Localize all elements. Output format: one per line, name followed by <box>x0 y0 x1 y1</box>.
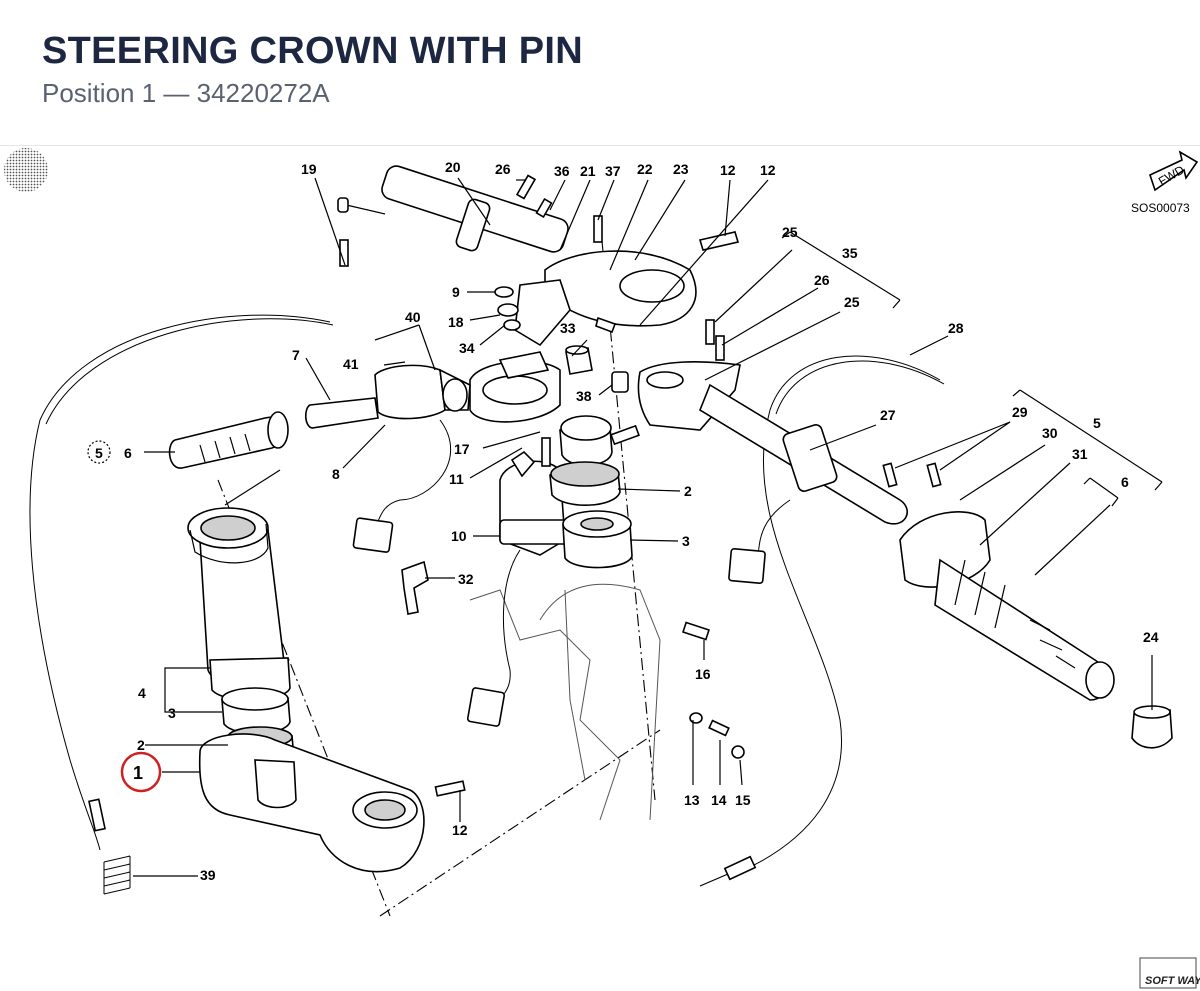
callout-4[interactable]: 4 <box>138 685 146 701</box>
callout-24[interactable]: 24 <box>1143 629 1159 645</box>
clutch-cable <box>739 355 941 873</box>
callout-41[interactable]: 41 <box>343 356 359 372</box>
frame-outline <box>469 589 621 821</box>
callout-20[interactable]: 20 <box>445 159 461 175</box>
right-handlebar <box>610 383 908 525</box>
callout-10[interactable]: 10 <box>451 528 467 544</box>
callout-28[interactable]: 28 <box>948 320 964 336</box>
spacer-38 <box>611 371 629 393</box>
callout-labels: 1 2 2 3 3 4 5 5 6 6 7 8 9 10 11 12 12 12… <box>95 159 1159 883</box>
callout-23[interactable]: 23 <box>673 161 689 177</box>
bracket-5 <box>1012 389 1163 491</box>
callout-6b[interactable]: 6 <box>1121 474 1129 490</box>
bolt-19 <box>339 239 349 267</box>
callout-27[interactable]: 27 <box>880 407 896 423</box>
callout-13[interactable]: 13 <box>684 792 700 808</box>
corner-halftone-icon <box>4 148 48 192</box>
callout-16[interactable]: 16 <box>695 666 711 682</box>
header: STEERING CROWN WITH PIN Position 1 — 342… <box>0 0 1200 146</box>
callout-7[interactable]: 7 <box>292 347 300 363</box>
callout-2a[interactable]: 2 <box>137 737 145 753</box>
key-32 <box>401 560 429 615</box>
callout-26b[interactable]: 26 <box>814 272 830 288</box>
ref-ring-5 <box>87 440 111 464</box>
callout-5b[interactable]: 5 <box>1093 415 1101 431</box>
handlebar-7 <box>304 397 379 429</box>
left-switch-cube <box>374 364 471 420</box>
callout-15[interactable]: 15 <box>735 792 751 808</box>
callout-34[interactable]: 34 <box>459 340 475 356</box>
callout-9[interactable]: 9 <box>452 284 460 300</box>
callout-17[interactable]: 17 <box>454 441 470 457</box>
bolt-12-crown <box>434 780 466 797</box>
svg-text:SOFT WAY: SOFT WAY <box>1145 975 1200 987</box>
callout-26a[interactable]: 26 <box>495 161 511 177</box>
callout-11[interactable]: 11 <box>449 471 464 487</box>
switch-wire-left <box>371 419 452 536</box>
callout-6[interactable]: 6 <box>124 445 132 461</box>
callout-29[interactable]: 29 <box>1012 404 1028 420</box>
callout-25b[interactable]: 25 <box>844 294 860 310</box>
throttle-housing <box>899 511 1115 701</box>
throttle-cable <box>29 314 331 851</box>
callout-37[interactable]: 37 <box>605 163 621 179</box>
cable-adjuster <box>88 798 106 832</box>
callout-40[interactable]: 40 <box>405 309 421 325</box>
callout-12c[interactable]: 12 <box>452 822 468 838</box>
callout-36[interactable]: 36 <box>554 163 570 179</box>
bracket-35 <box>781 231 901 309</box>
spring-39 <box>103 855 131 895</box>
bar-end-24 <box>1131 705 1173 749</box>
page-subtitle: Position 1 — 34220272A <box>42 78 330 108</box>
callout-8[interactable]: 8 <box>332 466 340 482</box>
callout-39[interactable]: 39 <box>200 867 216 883</box>
callout-22[interactable]: 22 <box>637 161 653 177</box>
callout-32[interactable]: 32 <box>458 571 474 587</box>
bolt-37 <box>593 215 603 243</box>
fwd-arrow-icon: FWD <box>1149 150 1199 192</box>
callout-18[interactable]: 18 <box>448 314 464 330</box>
leader-lines <box>133 177 1153 877</box>
callout-2b[interactable]: 2 <box>684 483 692 499</box>
centerline-bottom <box>379 729 661 917</box>
callout-12b[interactable]: 12 <box>760 162 776 178</box>
diagram-code: SOS00073 <box>1131 201 1190 215</box>
left-grip-6 <box>168 411 289 469</box>
header-divider <box>0 145 1200 146</box>
bracket-6 <box>1083 477 1119 507</box>
top-clamp-17 <box>469 351 561 423</box>
steering-stem-tube <box>187 507 291 701</box>
ignition-lock <box>499 437 571 556</box>
callout-19[interactable]: 19 <box>301 161 317 177</box>
bearing-stack-right <box>549 415 633 569</box>
softway-logo: SOFT WAY <box>1139 957 1200 989</box>
highlight-ring <box>120 751 162 793</box>
callout-33[interactable]: 33 <box>560 320 576 336</box>
callout-35[interactable]: 35 <box>842 245 858 261</box>
page-title: STEERING CROWN WITH PIN <box>42 30 583 72</box>
callout-14[interactable]: 14 <box>711 792 727 808</box>
callout-3a[interactable]: 3 <box>168 705 176 721</box>
callout-1[interactable]: 1 <box>133 763 143 783</box>
callout-31[interactable]: 31 <box>1072 446 1088 462</box>
steering-crown-1 <box>198 733 425 873</box>
callout-25a[interactable]: 25 <box>782 224 798 240</box>
callout-38[interactable]: 38 <box>576 388 592 404</box>
callout-3b[interactable]: 3 <box>682 533 690 549</box>
callout-21[interactable]: 21 <box>580 163 596 179</box>
callout-5[interactable]: 5 <box>95 445 103 461</box>
callout-30[interactable]: 30 <box>1042 425 1058 441</box>
callout-12a[interactable]: 12 <box>720 162 736 178</box>
